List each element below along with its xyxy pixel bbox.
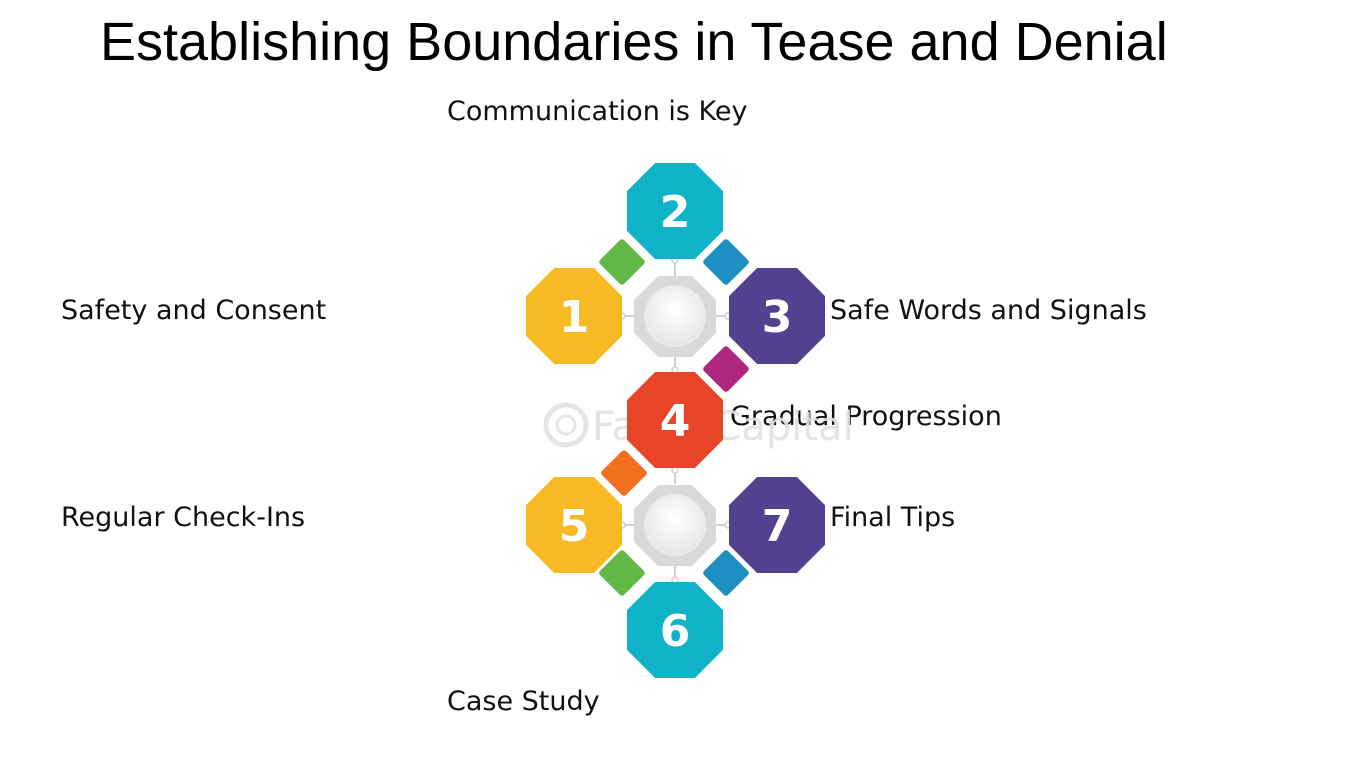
step-number: 2 [660, 187, 691, 238]
step-octagon-3: 3 [729, 268, 825, 364]
step-label-5: Regular Check-Ins [61, 502, 306, 533]
step-label-1: Safety and Consent [61, 295, 327, 326]
step-octagon-7: 7 [729, 477, 825, 573]
octagon-shape [526, 477, 622, 573]
page-title: Establishing Boundaries in Tease and Den… [100, 12, 1168, 72]
octagon-shape [627, 582, 723, 678]
step-number: 6 [660, 606, 691, 657]
octagon-shape [627, 163, 723, 259]
connector-diamond-blue-lower [703, 550, 749, 596]
step-label-2: Communication is Key [447, 96, 748, 127]
octagon-shape [526, 268, 622, 364]
step-label-4: Gradual Progression [730, 401, 1002, 432]
octagon-shape [627, 372, 723, 468]
connector-diamond-green-lower [599, 550, 645, 596]
hub-upper [634, 276, 716, 357]
connector-diamond-green-upper [599, 239, 645, 285]
step-octagon-5: 5 [526, 477, 622, 573]
connector-diamond-magenta [703, 346, 749, 392]
step-number: 7 [762, 501, 793, 552]
step-label-3: Safe Words and Signals [830, 295, 1147, 326]
octagon-shape [729, 477, 825, 573]
step-octagon-1: 1 [526, 268, 622, 364]
step-label-6: Case Study [447, 686, 600, 717]
step-number: 5 [559, 501, 590, 552]
hub-lower [634, 485, 716, 566]
octagon-shape [729, 268, 825, 364]
connector-diamond-blue-upper [703, 239, 749, 285]
connector-diamond-orange [601, 450, 647, 496]
step-number: 1 [559, 292, 590, 343]
step-octagon-4: 4 [627, 372, 723, 468]
step-octagon-6: 6 [627, 582, 723, 678]
step-label-7: Final Tips [830, 502, 956, 533]
step-number: 3 [762, 292, 793, 343]
step-number: 4 [660, 396, 691, 447]
step-octagon-2: 2 [627, 163, 723, 259]
